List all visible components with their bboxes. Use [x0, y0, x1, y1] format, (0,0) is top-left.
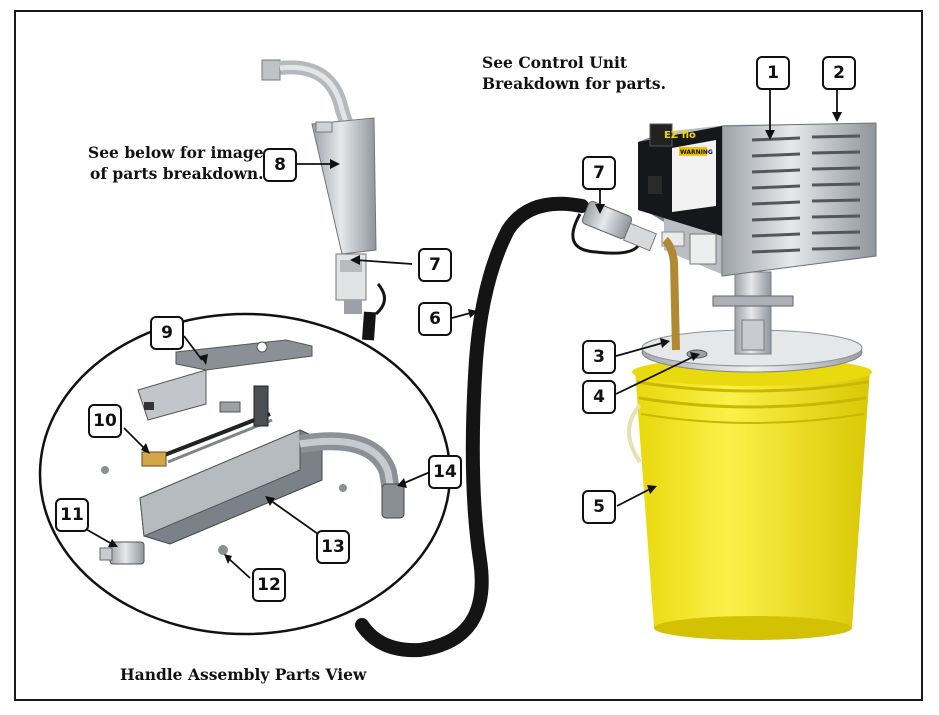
bucket [627, 358, 872, 640]
control-unit: EZ flo WARNING [638, 122, 877, 277]
handle-note-line1: See below for image [88, 143, 264, 162]
arrowheads [108, 112, 842, 564]
callout-4: 4 [582, 380, 616, 414]
callout-11: 11 [55, 498, 89, 532]
callout-2: 2 [822, 56, 856, 90]
handle-note-line2: of parts breakdown. [90, 164, 264, 183]
callout-5: 5 [582, 490, 616, 524]
handle-assembly [261, 59, 386, 316]
callout-7-right: 7 [582, 156, 616, 190]
diagram-frame [14, 10, 923, 701]
hose-fitting-right [581, 200, 658, 252]
callout-10: 10 [88, 404, 122, 438]
hose [355, 196, 589, 658]
control-unit-note: See Control Unit Breakdown for parts. [482, 52, 666, 94]
handle-note: See below for image of parts breakdown. [88, 142, 264, 184]
pump-shaft [712, 271, 794, 355]
callout-3: 3 [582, 340, 616, 374]
control-unit-note-line1: See Control Unit [482, 53, 628, 72]
parts-view-caption: Handle Assembly Parts View [120, 665, 367, 684]
cable [571, 213, 640, 255]
callout-8: 8 [263, 148, 297, 182]
fluid-tube [662, 236, 680, 351]
callout-7-handle: 7 [418, 248, 452, 282]
exploded-parts [99, 339, 405, 565]
brand-label: EZ flo [664, 130, 696, 141]
callout-9: 9 [150, 316, 184, 350]
callout-12: 12 [252, 568, 286, 602]
callout-1: 1 [756, 56, 790, 90]
callout-6: 6 [418, 302, 452, 336]
warning-label: WARNING [680, 149, 713, 156]
hose-to-handle [362, 311, 376, 341]
control-unit-note-line2: Breakdown for parts. [482, 74, 666, 93]
callout-13: 13 [316, 530, 350, 564]
callout-14: 14 [428, 455, 462, 489]
